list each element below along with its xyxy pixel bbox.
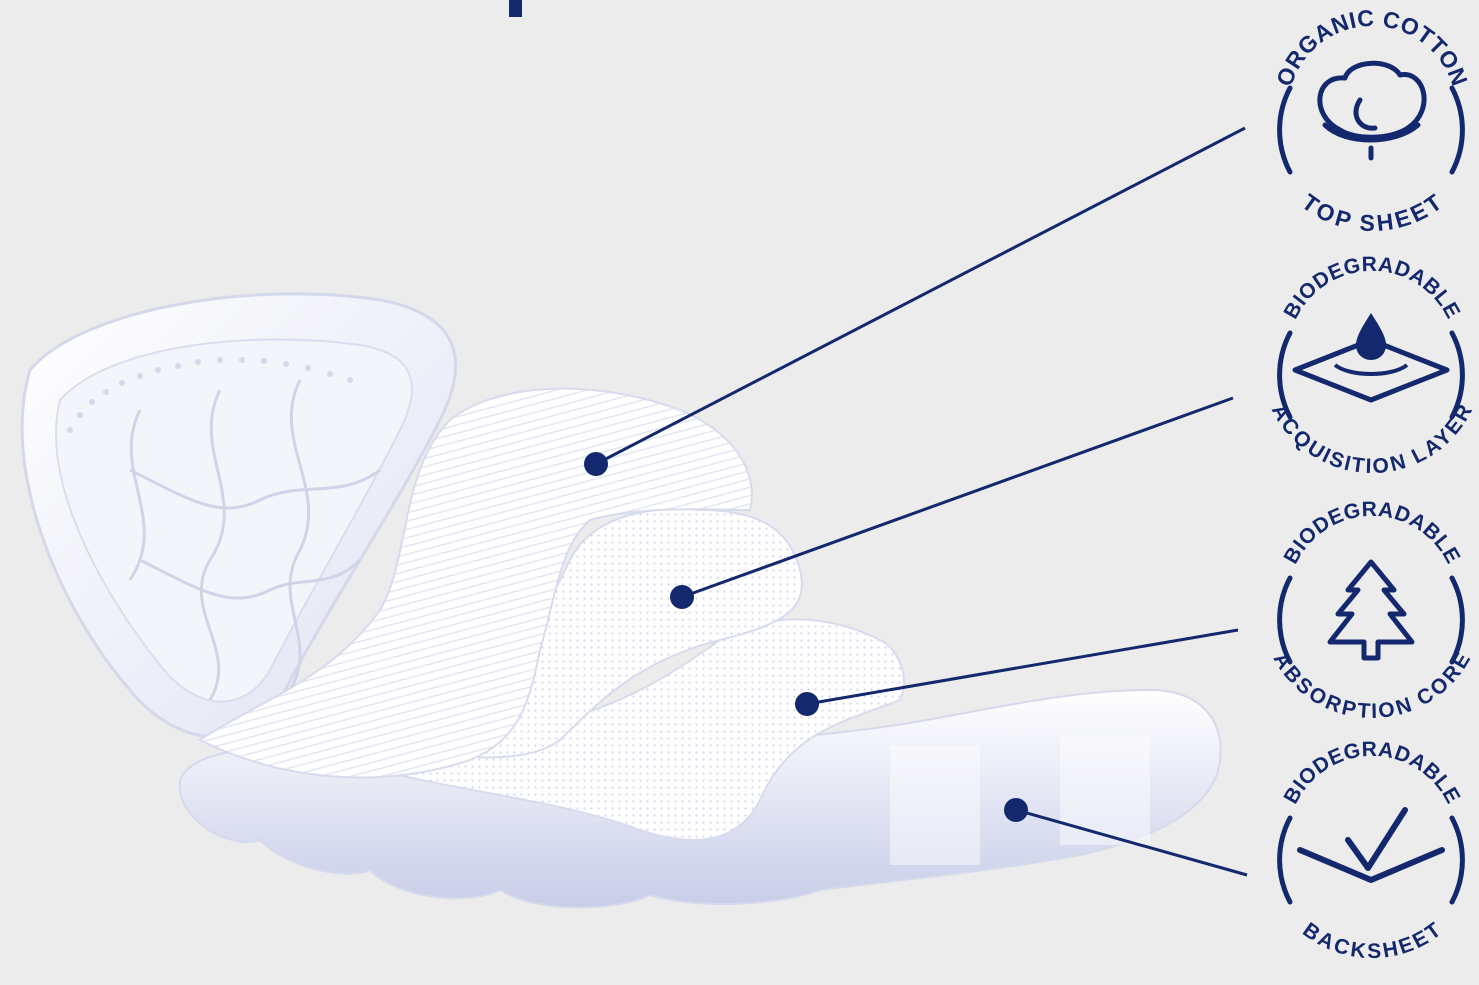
badge-top-text: BIODEGRADABLE [1280, 738, 1465, 808]
svg-text:BIODEGRADABLE: BIODEGRADABLE [1280, 738, 1465, 808]
badge-absorption-core: BIODEGRADABLE ABSORPTION CORE [1268, 498, 1475, 724]
svg-text:BIODEGRADABLE: BIODEGRADABLE [1280, 253, 1465, 323]
callout-dot-top-sheet [584, 452, 608, 476]
badge-ring-right [1452, 578, 1462, 662]
badge-top-sheet: ORGANIC COTTON TOP SHEET [1271, 5, 1473, 236]
badge-bottom-text: TOP SHEET [1297, 188, 1446, 236]
callout-dot-absorption-core [795, 692, 819, 716]
callout-line-acquisition-layer [682, 398, 1233, 597]
svg-text:BACKSHEET: BACKSHEET [1298, 919, 1446, 964]
callout-dot-backsheet [1004, 798, 1028, 822]
svg-text:TOP SHEET: TOP SHEET [1297, 188, 1446, 236]
svg-text:ACQUISITION LAYER: ACQUISITION LAYER [1266, 401, 1477, 479]
badge-top-text: BIODEGRADABLE [1280, 498, 1465, 568]
badge-acquisition-layer: BIODEGRADABLE ACQUISITION LAYER [1266, 253, 1477, 479]
badge-top-text: ORGANIC COTTON [1271, 5, 1473, 90]
badge-top-text: BIODEGRADABLE [1280, 253, 1465, 323]
badge-ring-left [1280, 88, 1290, 172]
checkmark-icon [1300, 810, 1442, 880]
callout-dot-acquisition-layer [670, 585, 694, 609]
svg-text:BIODEGRADABLE: BIODEGRADABLE [1280, 498, 1465, 568]
cotton-flower-icon [1320, 63, 1424, 158]
badge-backsheet: BIODEGRADABLE BACKSHEET [1280, 738, 1465, 964]
title-glyph-fragment [509, 0, 522, 17]
water-drop-icon [1295, 313, 1447, 400]
badge-bottom-text: ACQUISITION LAYER [1266, 401, 1477, 479]
tree-icon [1330, 562, 1412, 658]
badge-ring-right [1452, 818, 1462, 902]
callout-line-top-sheet [596, 128, 1245, 464]
badge-bottom-text: BACKSHEET [1298, 919, 1446, 964]
badge-ring-right [1452, 88, 1462, 172]
badge-ring-left [1280, 818, 1290, 902]
svg-text:ORGANIC COTTON: ORGANIC COTTON [1271, 5, 1473, 90]
